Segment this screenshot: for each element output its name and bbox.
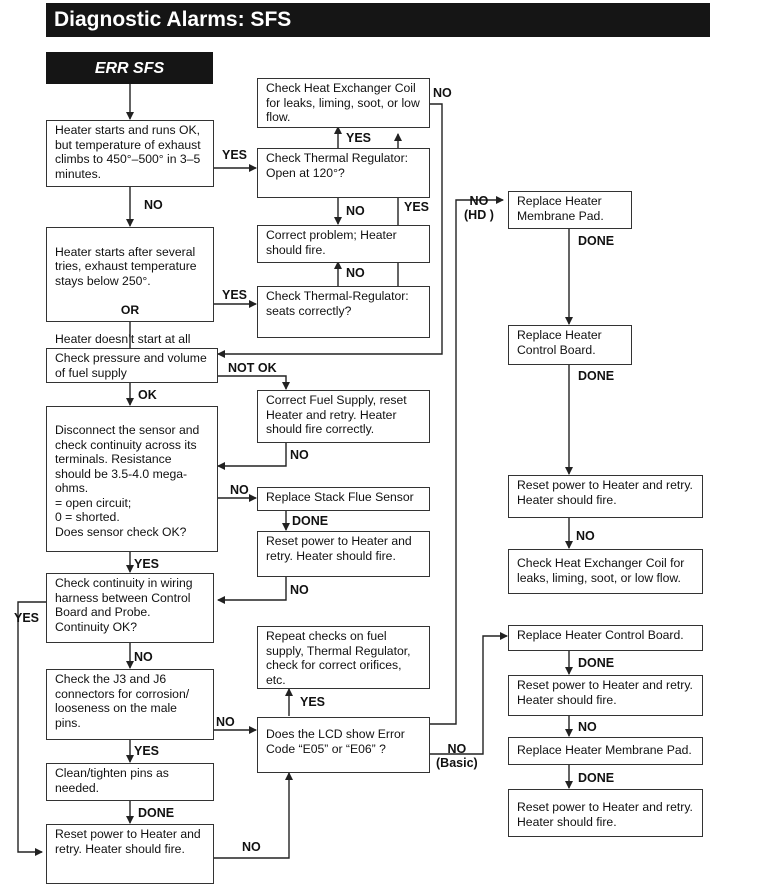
pressure-box: Check pressure and volume of fuel supply: [46, 348, 218, 383]
label-yes-heat-exchanger: YES: [346, 131, 372, 145]
label-no-j3j6: NO: [216, 715, 235, 729]
clean-box: Clean/tighten pins as needed.: [46, 763, 214, 801]
label-no-continuity: NO: [134, 650, 153, 664]
control-board-hd-box: Replace Heater Control Board.: [508, 325, 632, 365]
label-no-basic: NO (Basic): [436, 742, 478, 770]
label-done-clean: DONE: [138, 806, 175, 820]
lcd-error-box: Does the LCD show Error Code “E05” or “E…: [257, 717, 430, 773]
label-no-runs-ok: NO: [144, 198, 163, 212]
label-done-stack: DONE: [292, 514, 329, 528]
continuity-box: Check continuity in wiring harness betwe…: [46, 573, 214, 643]
thermal-seats-box: Check Thermal-Regulator: seats correctly…: [257, 286, 430, 338]
membrane-basic-box: Replace Heater Membrane Pad.: [508, 737, 703, 765]
reset-power-1-box: Reset power to Heater and retry. Heater …: [257, 531, 430, 577]
replace-stack-box: Replace Stack Flue Sensor: [257, 487, 430, 511]
heat-exchanger-right-box: Check Heat Exchanger Coil for leaks, lim…: [508, 549, 703, 594]
label-no-hd: NO (HD ): [464, 194, 494, 222]
or-text: OR: [120, 302, 140, 317]
label-done-control-basic: DONE: [578, 656, 615, 670]
label-yes-right: YES: [404, 200, 430, 214]
reset-basic-2-box: Reset power to Heater and retry. Heater …: [508, 789, 703, 837]
correct-problem-box: Correct problem; Heater should fire.: [257, 225, 430, 263]
thermal-open-box: Check Thermal Regulator: Open at 120°?: [257, 148, 430, 198]
disconnect-box: Disconnect the sensor and check continui…: [46, 406, 218, 552]
label-no-fuel: NO: [290, 448, 309, 462]
repeat-checks-box: Repeat checks on fuel supply, Thermal Re…: [257, 626, 430, 689]
label-done-membrane-hd: DONE: [578, 234, 615, 248]
label-yes-lcd: YES: [300, 695, 326, 709]
label-yes-j3j6: YES: [134, 744, 160, 758]
label-no-reset-bottom: NO: [242, 840, 261, 854]
membrane-hd-box: Replace Heater Membrane Pad.: [508, 191, 632, 229]
label-no-correct: NO: [346, 266, 365, 280]
reset-basic-1-box: Reset power to Heater and retry. Heater …: [508, 675, 703, 716]
label-done-membrane-basic: DONE: [578, 771, 615, 785]
label-no-thermal: NO: [346, 204, 365, 218]
label-no-disconnect: NO: [230, 483, 249, 497]
several-tries-text: Heater starts after several tries, exhau…: [55, 244, 197, 288]
label-no-reset-1: NO: [290, 583, 309, 597]
label-done-control-hd: DONE: [578, 369, 615, 383]
label-no-top: NO: [433, 86, 452, 100]
heat-exchanger-top-box: Check Heat Exchanger Coil for leaks, lim…: [257, 78, 430, 128]
label-yes-several: YES: [222, 288, 248, 302]
runs-ok-box: Heater starts and runs OK, but temperatu…: [46, 120, 214, 187]
label-ok: OK: [138, 388, 157, 402]
reset-right-box: Reset power to Heater and retry. Heater …: [508, 475, 703, 518]
reset-bottom-box: Reset power to Heater and retry. Heater …: [46, 824, 214, 884]
label-no-reset-basic: NO: [578, 720, 597, 734]
correct-fuel-box: Correct Fuel Supply, reset Heater and re…: [257, 390, 430, 443]
start-node: ERR SFS: [46, 52, 213, 84]
j3j6-box: Check the J3 and J6 connectors for corro…: [46, 669, 214, 740]
several-tries-box: Heater starts after several tries, exhau…: [46, 227, 214, 360]
page-title: Diagnostic Alarms: SFS: [46, 3, 710, 37]
label-yes-runs-ok: YES: [222, 148, 248, 162]
label-not-ok: NOT OK: [228, 361, 277, 375]
label-yes-disconnect: YES: [134, 557, 160, 571]
label-no-reset-right: NO: [576, 529, 595, 543]
label-yes-continuity: YES: [14, 611, 40, 625]
control-basic-box: Replace Heater Control Board.: [508, 625, 703, 651]
